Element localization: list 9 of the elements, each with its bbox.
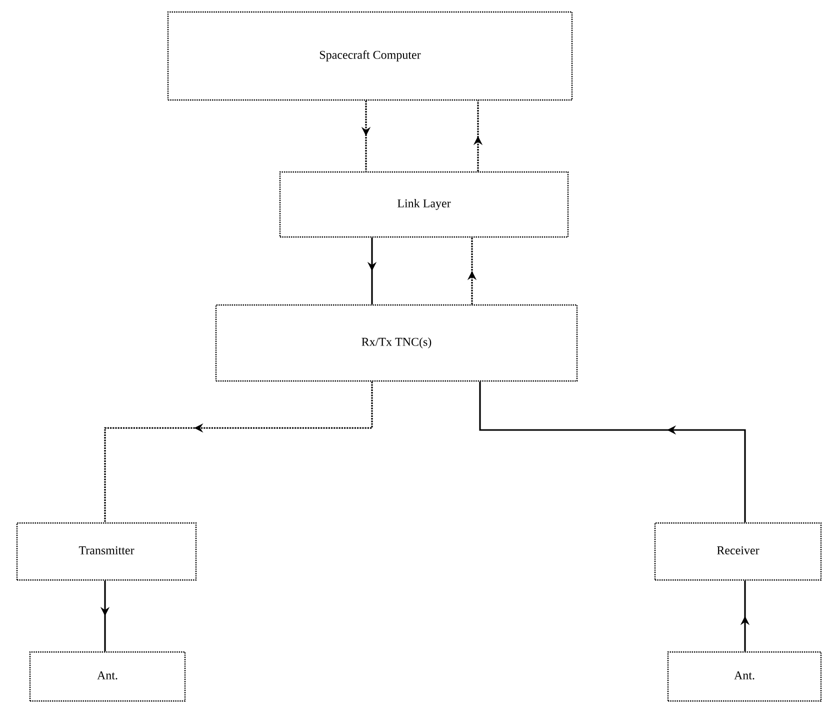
block-box: Spacecraft Computer — [167, 11, 573, 101]
arrow — [479, 382, 746, 522]
block-box: Receiver — [654, 522, 822, 581]
block-box: Rx/Tx TNC(s) — [215, 304, 578, 382]
arrow — [104, 382, 373, 522]
block-box: Ant. — [29, 651, 186, 702]
block-box: Ant. — [667, 651, 822, 702]
block-box: Link Layer — [279, 171, 569, 238]
block-box: Transmitter — [16, 522, 197, 581]
